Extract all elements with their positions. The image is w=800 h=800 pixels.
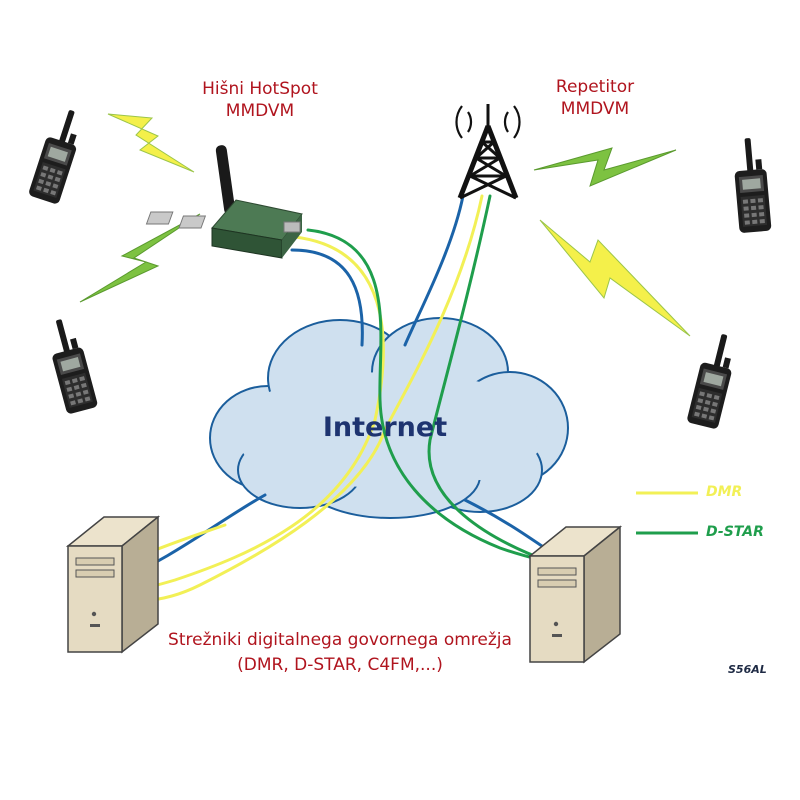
lightning-icon — [79, 213, 201, 303]
internet-label: Internet — [322, 412, 448, 443]
lightning-icon — [539, 219, 691, 337]
repeater-title: Repetitor MMDVM — [510, 76, 680, 120]
servers-caption-line2: (DMR, D-STAR, C4FM,...) — [237, 655, 443, 675]
repeater-title-line2: MMDVM — [560, 99, 630, 119]
handheld-radio-icon — [43, 315, 99, 415]
cloud-icon — [209, 317, 569, 519]
servers-caption-line1: Strežniki digitalnega govornega omrežja — [168, 630, 512, 650]
hotspot-title-line2: MMDVM — [225, 101, 295, 121]
internet-link-repeater — [403, 194, 465, 347]
hotspot-title: Hišni HotSpot MMDVM — [165, 78, 355, 122]
dmr-link-repeater — [103, 194, 484, 603]
hotspot-board-icon — [145, 145, 303, 259]
servers-caption: Strežniki digitalnega govornega omrežja … — [120, 628, 560, 678]
repeater-title-line1: Repetitor — [555, 77, 635, 97]
handheld-radio-icon — [686, 330, 741, 430]
legend-dmr-label: DMR — [706, 484, 743, 500]
radio-tower-icon — [455, 104, 521, 200]
hotspot-title-line1: Hišni HotSpot — [202, 79, 318, 99]
internet-link-hotspot — [290, 248, 364, 347]
lightning-icon — [533, 147, 677, 187]
author-signature: S56AL — [728, 663, 767, 676]
handheld-radio-icon — [27, 105, 88, 205]
legend-dstar-label: D-STAR — [706, 524, 764, 540]
lightning-icon — [107, 113, 195, 173]
handheld-radio-icon — [731, 136, 772, 234]
